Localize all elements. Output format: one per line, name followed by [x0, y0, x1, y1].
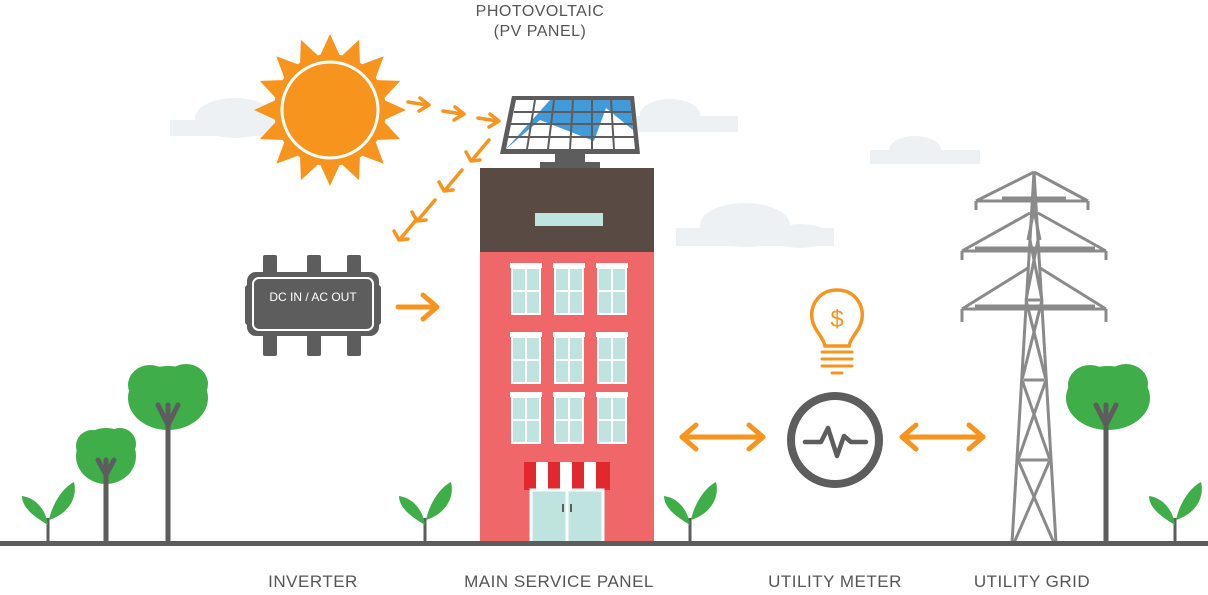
pv-panel: [500, 96, 640, 168]
pv-caption-line2: (PV PANEL): [493, 23, 587, 40]
window: [553, 332, 585, 384]
sprout: [664, 482, 717, 543]
pv-caption-line1: PHOTOVOLTAIC: [475, 3, 605, 20]
arrow-chevron: [476, 112, 501, 129]
window: [510, 332, 542, 384]
building-windows: [510, 263, 628, 444]
inverter-device-text: DC IN / AC OUT: [269, 290, 357, 304]
arrow-meter-grid: [899, 422, 986, 452]
main-service-panel-building: [480, 168, 654, 545]
window: [596, 392, 628, 444]
inverter-device: [245, 255, 381, 356]
arrow-chevron: [392, 217, 419, 242]
pv-panel-caption: PHOTOVOLTAIC (PV PANEL): [440, 2, 640, 42]
sun-disc: [274, 54, 386, 166]
tree-small-left: [76, 428, 136, 546]
sprout: [399, 482, 452, 543]
tree-large-left: [128, 364, 208, 546]
cloud-middle-right: [676, 203, 834, 248]
utility-meter-caption: UTILITY METER: [768, 572, 902, 591]
arrow-chevron: [406, 96, 431, 113]
arrow-chevron: [437, 168, 464, 193]
arrows-sun-to-panel: [406, 96, 501, 129]
arrows-panel-to-inverter: [392, 138, 491, 242]
ground-line: [0, 541, 1208, 546]
arrow-panel-meter: [679, 422, 766, 452]
shop-door: [529, 488, 605, 545]
sun-ring: [280, 60, 380, 160]
cloud-far-right: [870, 136, 980, 164]
tree-right: [1066, 364, 1150, 546]
transmission-tower-icon: [960, 170, 1108, 544]
window: [553, 263, 585, 315]
cloud-right-of-panel: [630, 99, 738, 132]
arrow-chevron: [441, 105, 466, 122]
arrow-chevron: [410, 198, 437, 223]
sprout: [1149, 482, 1202, 543]
clouds: [170, 98, 980, 248]
window: [596, 332, 628, 384]
utility-grid-caption: UTILITY GRID: [973, 572, 1091, 591]
meter-pulse-icon: [787, 392, 883, 488]
sprout: [22, 482, 75, 543]
window: [596, 263, 628, 315]
window: [510, 263, 542, 315]
panel-grid: [508, 99, 634, 150]
bulb-dollar-sign: $: [830, 306, 843, 333]
lightbulb-dollar-icon: $: [810, 288, 864, 375]
awning: [524, 462, 610, 490]
window: [553, 392, 585, 444]
main-service-panel-caption: MAIN SERVICE PANEL: [464, 572, 654, 591]
sprouts: [22, 482, 1202, 543]
arrow-inverter-to-panel: [395, 292, 440, 322]
window: [510, 392, 542, 444]
arrow-chevron: [464, 138, 491, 163]
sun-icon: [254, 34, 406, 186]
inverter-caption: INVERTER: [268, 572, 358, 591]
